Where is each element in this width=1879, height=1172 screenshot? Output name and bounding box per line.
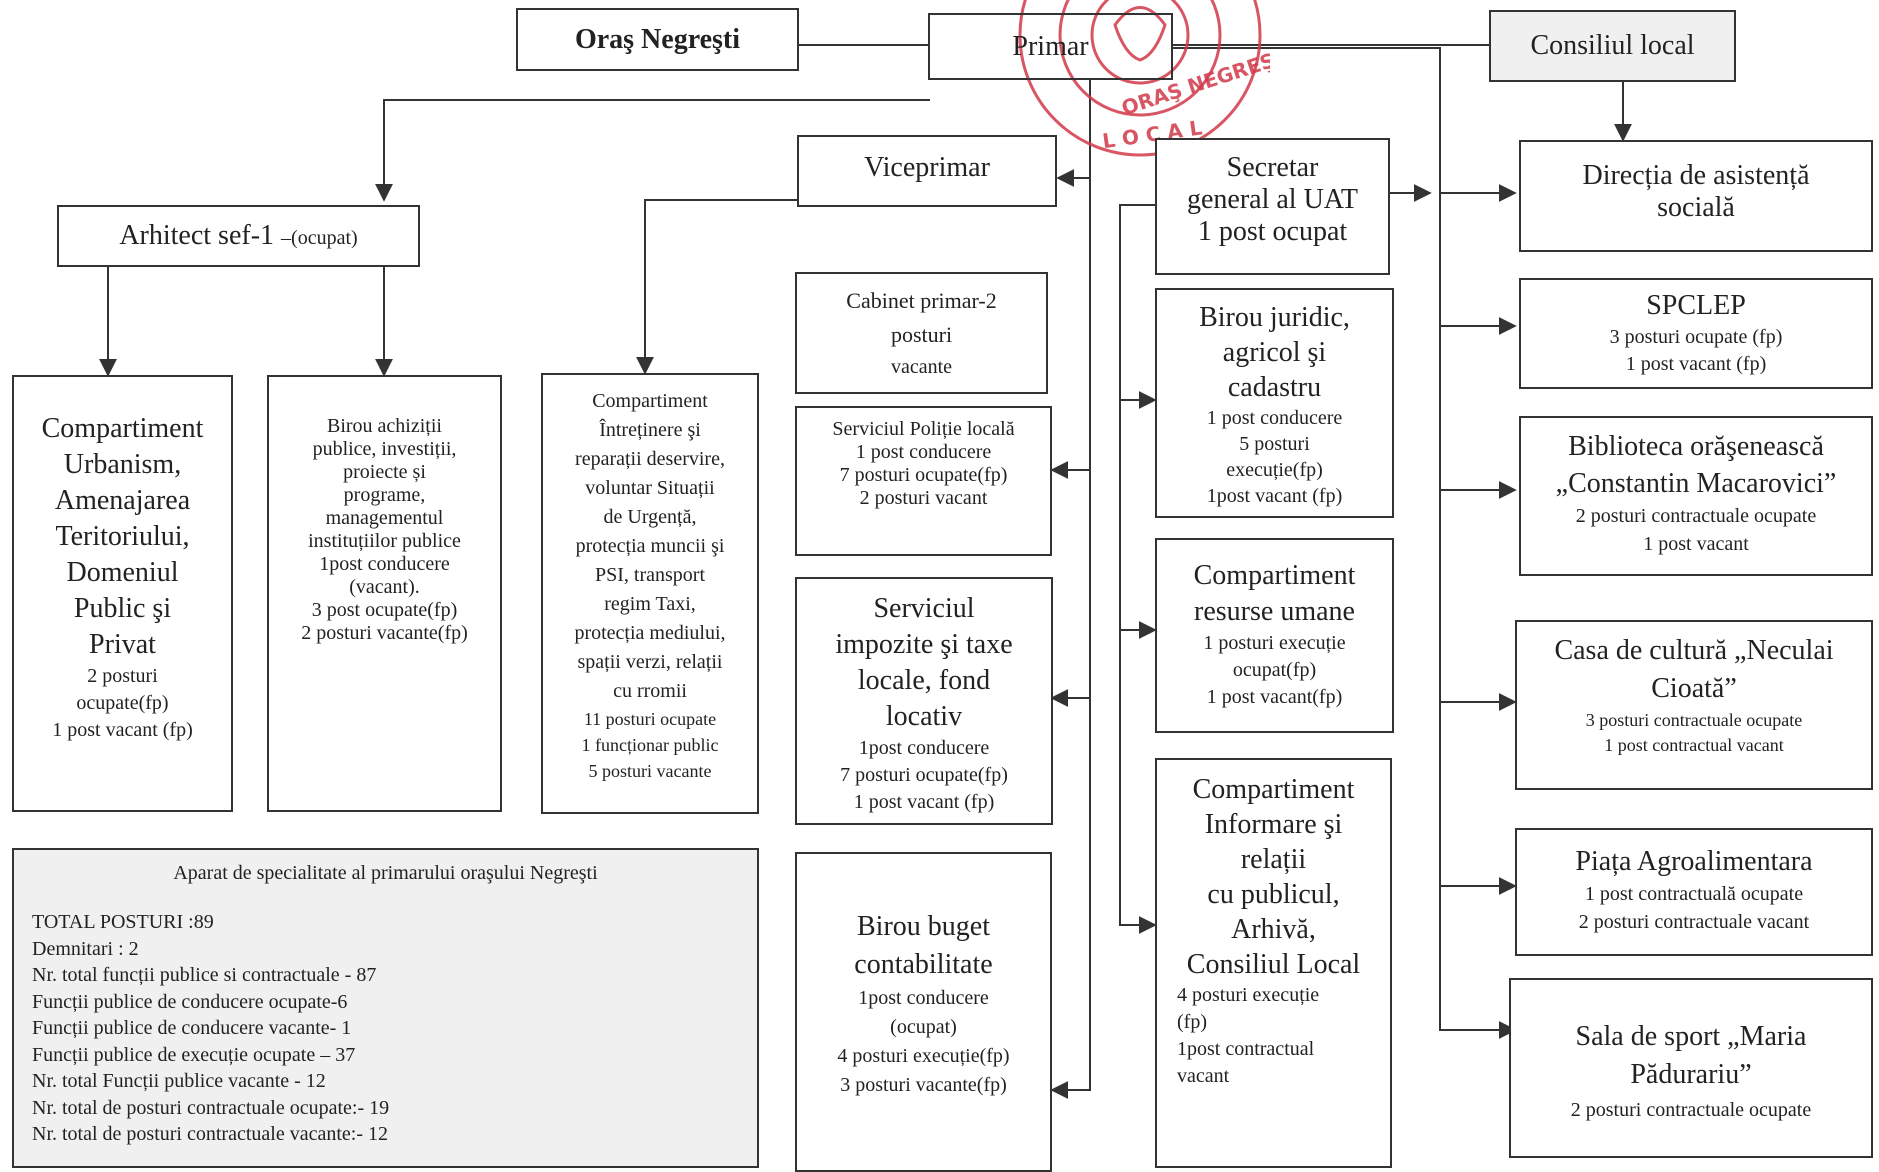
summary-line: Demnitari : 2: [32, 937, 139, 960]
social-assistance-box: Direcția de asistență socială: [1519, 140, 1873, 252]
maintenance-department-box: Compartiment Întreținere şi reparații de…: [541, 373, 759, 814]
official-seal-stamp: ORAŞ NEGREŞTI L O C A L: [1018, 0, 1270, 157]
local-council-box: Consiliul local: [1489, 10, 1736, 82]
sports-hall-box: Sala de sport „Maria Pădurariu” 2 postur…: [1509, 978, 1873, 1158]
legal-office-box: Birou juridic, agricol şi cadastru 1 pos…: [1155, 288, 1394, 518]
summary-line: Nr. total de posturi contractuale vacant…: [32, 1123, 388, 1145]
library-box: Biblioteca orăşenească „Constantin Macar…: [1519, 416, 1873, 576]
summary-line: Nr. total funcții publice si contractual…: [32, 964, 377, 986]
mayor-box: Primar: [928, 13, 1173, 80]
staff-summary-panel: Aparat de specialitate al primarului ora…: [12, 848, 759, 1168]
summary-list: TOTAL POSTURI :89 Demnitari : 2 Nr. tota…: [32, 909, 757, 1148]
culture-house-box: Casa de cultură „Neculai Cioată” 3 postu…: [1515, 620, 1873, 790]
agri-market-box: Piața Agroalimentara 1 post contractuală…: [1515, 828, 1873, 956]
summary-line: TOTAL POSTURI :89: [32, 911, 214, 933]
vice-mayor-box: Viceprimar: [797, 135, 1057, 207]
taxes-service-box: Serviciul impozite şi taxe locale, fond …: [795, 577, 1053, 825]
procurement-office-box: Birou achiziții publice, investiții, pro…: [267, 375, 502, 812]
summary-title: Aparat de specialitate al primarului ora…: [173, 862, 598, 884]
mayor-cabinet-box: Cabinet primar-2 posturi vacante: [795, 272, 1048, 394]
spclep-box: SPCLEP 3 posturi ocupate (fp) 1 post vac…: [1519, 278, 1873, 389]
public-relations-box: Compartiment Informare şi relații cu pub…: [1155, 758, 1392, 1168]
summary-line: Funcții publice de conducere vacante- 1: [32, 1017, 352, 1039]
urbanism-department-box: Compartiment Urbanism, Amenajarea Terito…: [12, 375, 233, 812]
chief-architect-box: Arhitect sef-1 –(ocupat): [57, 205, 420, 267]
city-box: Oraş Negreşti: [516, 8, 799, 71]
summary-line: Nr. total de posturi contractuale ocupat…: [32, 1096, 390, 1119]
summary-line: Funcții publice de execuție ocupate – 37: [32, 1043, 356, 1066]
budget-office-box: Birou buget contabilitate 1post conducer…: [795, 852, 1052, 1172]
secretary-box: Secretar general al UAT 1 post ocupat: [1155, 138, 1390, 275]
local-police-box: Serviciul Poliție locală 1 post conducer…: [795, 406, 1052, 556]
summary-line: Funcții publice de conducere ocupate-6: [32, 990, 348, 1013]
summary-line: Nr. total Funcții publice vacante - 12: [32, 1070, 326, 1092]
human-resources-box: Compartiment resurse umane 1 posturi exe…: [1155, 538, 1394, 733]
